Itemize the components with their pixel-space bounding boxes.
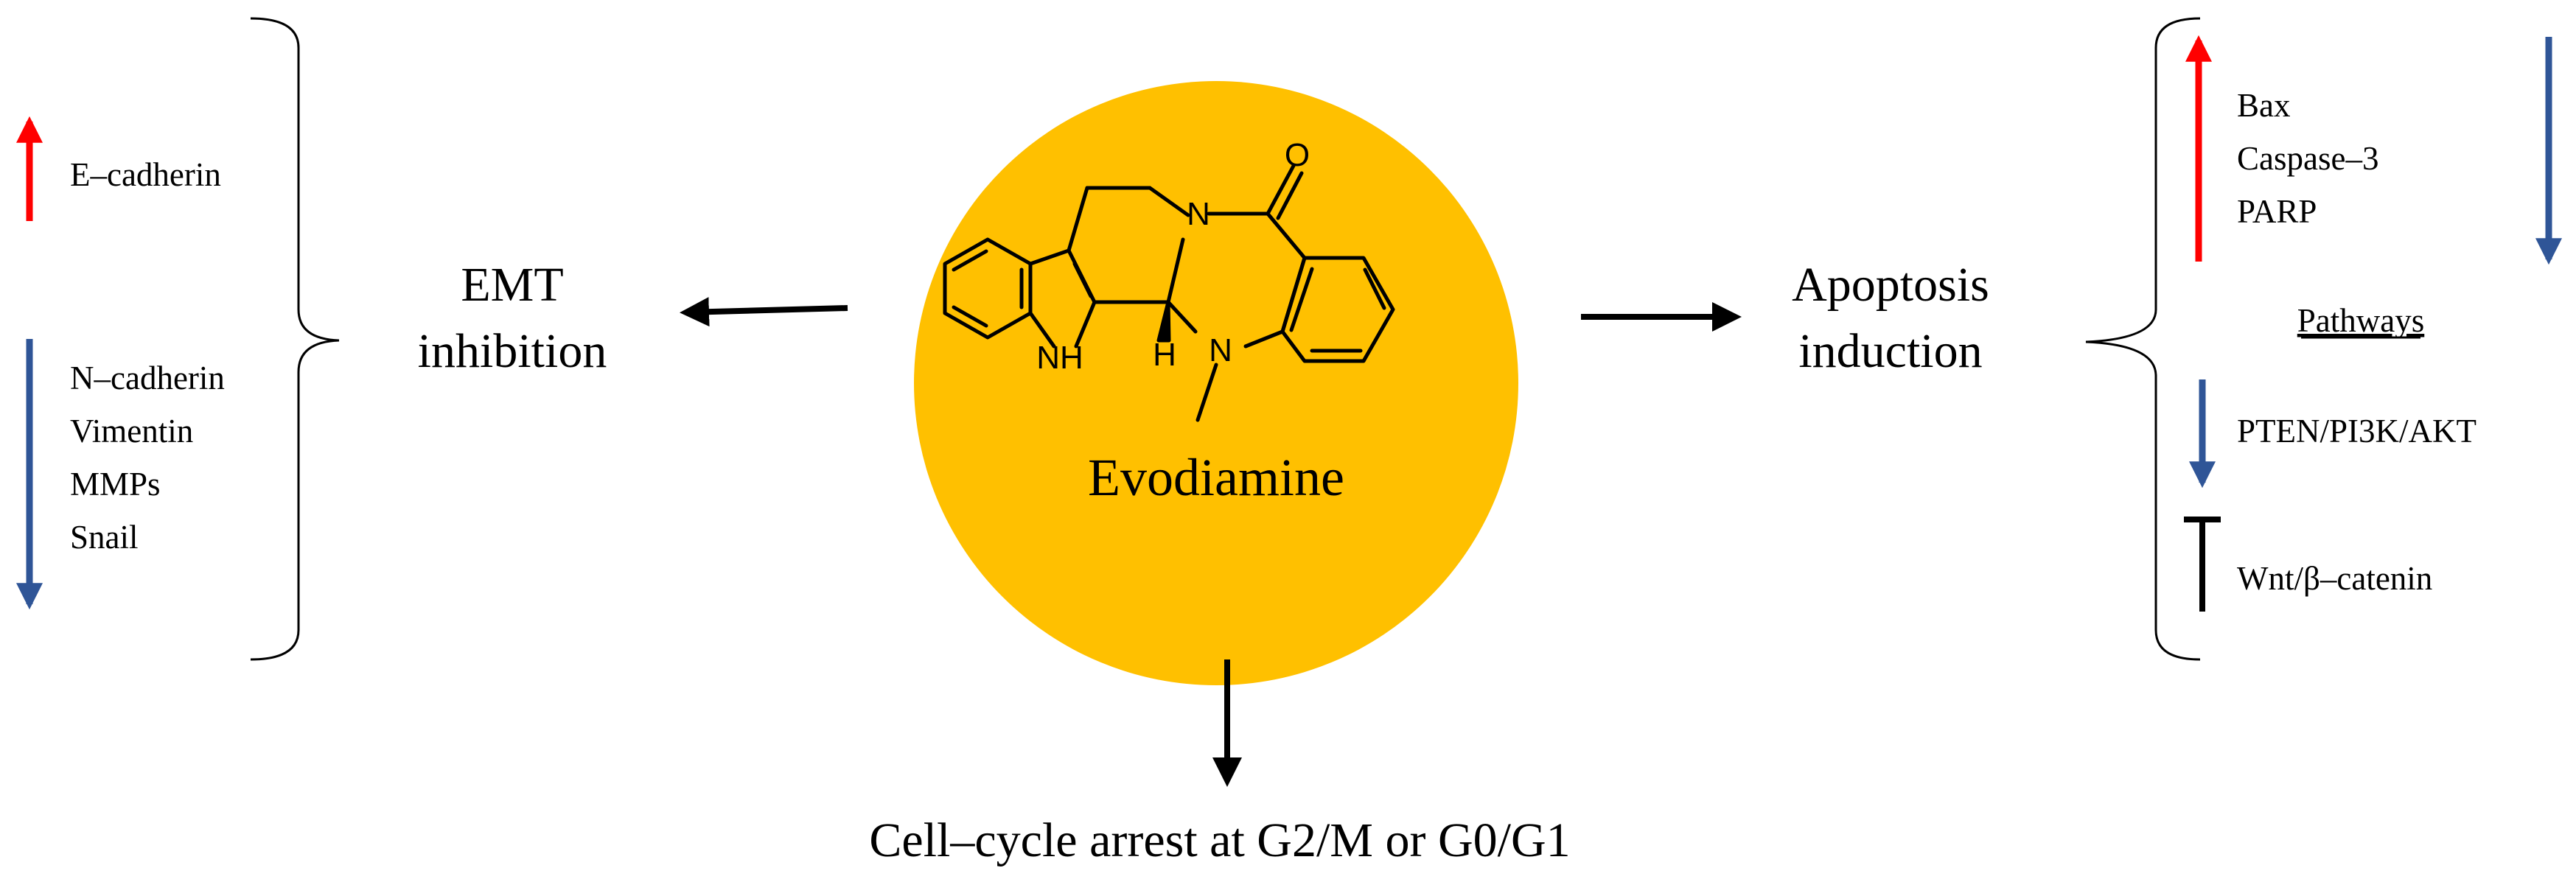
apoptosis-title-line1: Apoptosis	[1792, 258, 1989, 312]
emt-down-marker-4: Snail	[70, 519, 139, 556]
pathway-down-label: PTEN/PI3K/AKT	[2237, 413, 2476, 449]
emt-down-marker-3: MMPs	[70, 466, 161, 503]
atom-N-methyl: N	[1209, 332, 1232, 368]
evodiamine-circle	[914, 81, 1518, 685]
pathway-inhibited-label: Wnt/β–catenin	[2237, 560, 2432, 597]
evodiamine-structure	[943, 164, 1395, 422]
inhibition-tbar-icon	[2184, 517, 2221, 612]
atom-N-amide: N	[1187, 196, 1210, 232]
apoptosis-marker-1: Bax	[2237, 87, 2291, 124]
evodiamine-atom-labels: O N NH H N	[1036, 137, 1310, 376]
evodiamine-label: Evodiamine	[1088, 448, 1344, 507]
emt-down-marker-2: Vimentin	[70, 413, 193, 449]
emt-brace	[250, 17, 340, 661]
apoptosis-marker-2: Caspase–3	[2237, 140, 2378, 177]
emt-down-marker-1: N–cadherin	[70, 360, 225, 396]
cell-cycle-label: Cell–cycle arrest at G2/M or G0/G1	[869, 813, 1570, 867]
atom-O: O	[1285, 137, 1310, 173]
apoptosis-brace	[2085, 17, 2201, 661]
atom-NH: NH	[1036, 340, 1083, 376]
arrow-to-emt	[680, 297, 848, 327]
emt-title-line1: EMT	[461, 258, 563, 312]
pathways-heading: Pathways	[2297, 302, 2425, 339]
emt-up-marker-1: E–cadherin	[70, 156, 221, 193]
apoptosis-marker-3: PARP	[2237, 193, 2317, 230]
emt-title-line2: inhibition	[418, 324, 607, 378]
apoptosis-title-line2: induction	[1798, 324, 1982, 378]
atom-H: H	[1153, 337, 1176, 373]
